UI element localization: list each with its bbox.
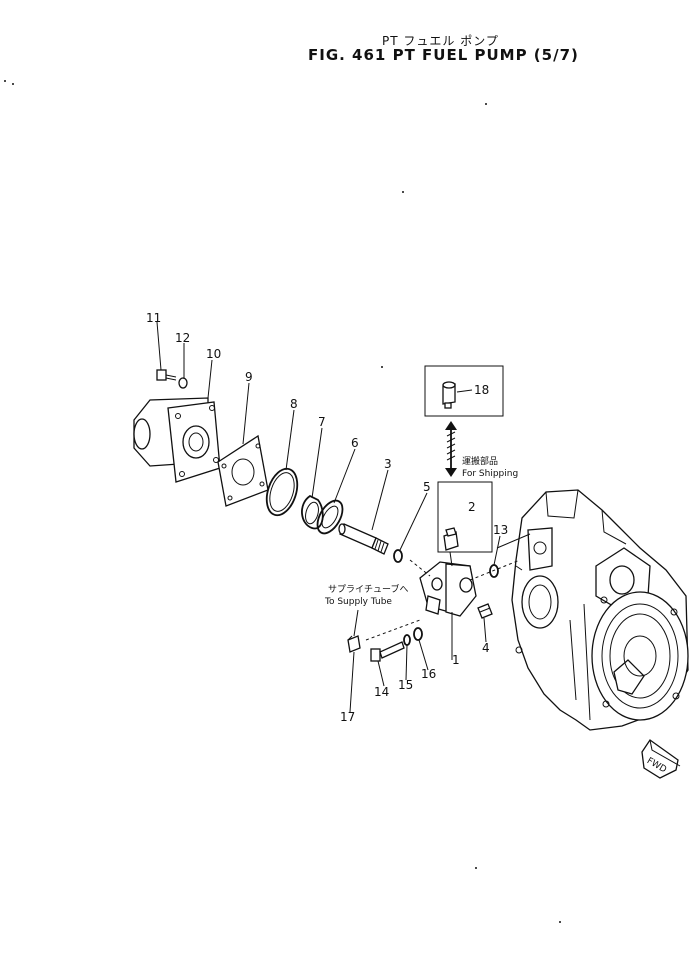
- part-12-washer: [178, 377, 188, 389]
- part-17-clip: [347, 635, 361, 653]
- callout-17: 17: [340, 710, 355, 724]
- supply-note-jp: サプライチューブへ: [328, 583, 408, 595]
- callout-2: 2: [468, 500, 476, 514]
- part-1-cover: [419, 551, 477, 617]
- leader-lines: [156, 321, 531, 713]
- callout-5: 5: [423, 480, 431, 494]
- figure-title-jp: PT フュエル ポンプ: [382, 34, 499, 48]
- callout-6: 6: [351, 436, 359, 450]
- callout-10: 10: [206, 347, 221, 361]
- callout-11: 11: [146, 311, 161, 325]
- pump-body: [511, 489, 689, 731]
- callout-9: 9: [245, 370, 253, 384]
- callout-1: 1: [452, 653, 460, 667]
- callout-13: 13: [493, 523, 508, 537]
- part-5-o-ring: [393, 549, 403, 563]
- callout-3: 3: [384, 457, 392, 471]
- part-16-washer: [413, 627, 423, 641]
- part-9-gasket: [217, 434, 269, 507]
- scan-specks: [4, 80, 561, 923]
- callout-18: 18: [474, 383, 489, 397]
- shipping-double-arrow: [445, 421, 457, 477]
- callout-14: 14: [374, 685, 389, 699]
- part-2-fitting-box: [437, 481, 493, 553]
- figure-title: FIG. 461 PT FUEL PUMP (5/7): [308, 46, 579, 64]
- callout-8: 8: [290, 397, 298, 411]
- callout-15: 15: [398, 678, 413, 692]
- shipping-note-en: For Shipping: [462, 469, 518, 479]
- callout-7: 7: [318, 415, 326, 429]
- part-10-pump-housing: [133, 397, 221, 483]
- part-6-seal: [316, 499, 344, 535]
- fwd-arrow-icon: FWD: [641, 739, 681, 779]
- part-7-seal: [301, 494, 324, 530]
- shipping-note-jp: 運搬部品: [462, 455, 498, 467]
- callout-12: 12: [175, 331, 190, 345]
- callout-4: 4: [482, 641, 490, 655]
- callout-16: 16: [421, 667, 436, 681]
- supply-note-en: To Supply Tube: [324, 597, 392, 607]
- part-4-nut: [477, 603, 493, 619]
- part-13-washer: [489, 564, 499, 578]
- part-3-shaft: [338, 523, 389, 555]
- part-11-bolt: [156, 369, 177, 381]
- part-8-o-ring: [265, 467, 299, 517]
- part-14-bolt: [370, 641, 405, 662]
- shipping-plug-box: [424, 365, 504, 417]
- part-15-washer: [403, 634, 411, 646]
